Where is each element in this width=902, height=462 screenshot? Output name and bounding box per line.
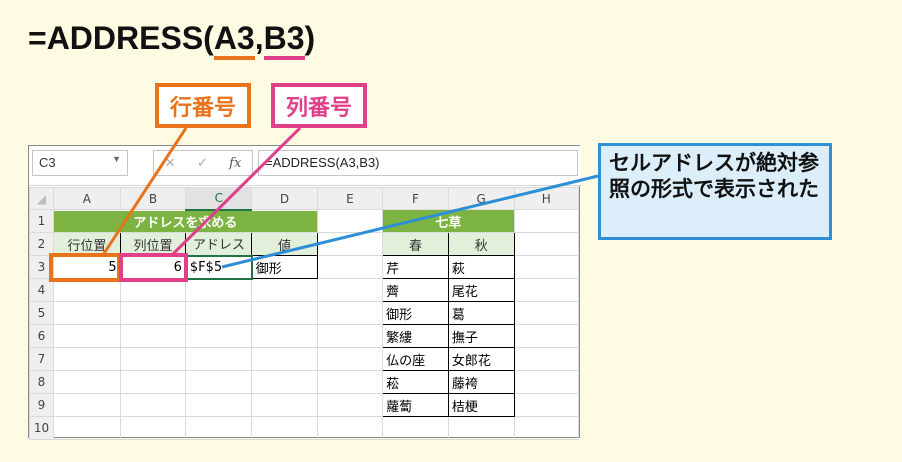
cell[interactable]: [513, 209, 580, 233]
callout-note: セルアドレスが絶対参照の形式で表示された: [598, 143, 832, 240]
table-row: 7 仏の座女郎花: [29, 347, 580, 371]
table-row: 3 5 6 $F$5 御形 芹 萩: [29, 254, 580, 280]
header-cell[interactable]: 春: [382, 232, 449, 256]
formula-title: =ADDRESS(A3,B3): [28, 20, 316, 60]
cell[interactable]: 仏の座: [382, 347, 449, 371]
table-row: 10: [29, 416, 580, 440]
row-pointer-line: [101, 127, 188, 256]
row-header[interactable]: 1: [29, 209, 54, 233]
table1-title[interactable]: アドレスを求める: [52, 209, 318, 233]
callout-pointer-line: [221, 174, 599, 269]
header-cell[interactable]: アドレス: [185, 232, 253, 256]
cell-d3[interactable]: 御形: [251, 255, 318, 279]
title-sep: ,: [254, 20, 264, 56]
formula-buttons: ✕ ✓ fx: [153, 150, 253, 176]
title-arg1: A3: [213, 20, 255, 60]
cell[interactable]: 尾花: [447, 278, 515, 302]
row-highlight-box: [49, 253, 121, 282]
select-all[interactable]: ◢: [29, 187, 54, 210]
column-number-label: 列番号: [271, 83, 367, 128]
row-header[interactable]: 8: [29, 370, 54, 394]
column-highlight-box: [119, 253, 188, 282]
row-header[interactable]: 2: [29, 232, 54, 256]
cell[interactable]: [316, 209, 384, 233]
function-icon[interactable]: fx: [229, 155, 242, 171]
table-row: 5 御形葛: [29, 301, 580, 325]
title-suffix: ): [304, 20, 316, 56]
title-prefix: =ADDRESS(: [28, 20, 214, 56]
grid: ◢ A B C D E F G H 1 アドレスを求める 七草 2 行位置 列位…: [29, 187, 580, 440]
cell[interactable]: [513, 232, 580, 256]
table-row: 8 菘藤袴: [29, 370, 580, 394]
header-cell[interactable]: 秋: [447, 232, 515, 256]
chevron-down-icon[interactable]: ▼: [112, 154, 121, 164]
column-header[interactable]: G: [447, 187, 515, 210]
formula-bar: C3 ▼ ✕ ✓ fx =ADDRESS(A3,B3): [29, 146, 581, 186]
cell[interactable]: 葛: [447, 301, 515, 325]
cell[interactable]: 薺: [382, 278, 449, 302]
name-box[interactable]: C3 ▼: [32, 150, 128, 176]
table-row: 2 行位置 列位置 アドレス 値 春 秋: [29, 232, 580, 256]
spreadsheet: C3 ▼ ✕ ✓ fx =ADDRESS(A3,B3) ◢ A B C D E F G…: [28, 145, 581, 440]
row-header[interactable]: 4: [29, 278, 54, 302]
check-icon[interactable]: ✓: [196, 155, 208, 171]
cell[interactable]: 蘿蔔: [382, 393, 449, 417]
row-header[interactable]: 6: [29, 324, 54, 348]
title-arg2: B3: [263, 20, 305, 60]
column-header[interactable]: E: [316, 187, 384, 210]
column-pointer-line: [170, 126, 302, 257]
cell[interactable]: 繁縷: [382, 324, 449, 348]
table-row: 9 蘿蔔桔梗: [29, 393, 580, 417]
column-header[interactable]: D: [251, 187, 318, 210]
row-header[interactable]: 10: [29, 416, 54, 440]
row-header[interactable]: 7: [29, 347, 54, 371]
formula-input[interactable]: =ADDRESS(A3,B3): [258, 150, 578, 176]
name-box-value: C3: [39, 155, 56, 170]
row-number-label: 行番号: [155, 83, 251, 128]
cancel-icon[interactable]: ✕: [164, 155, 176, 171]
